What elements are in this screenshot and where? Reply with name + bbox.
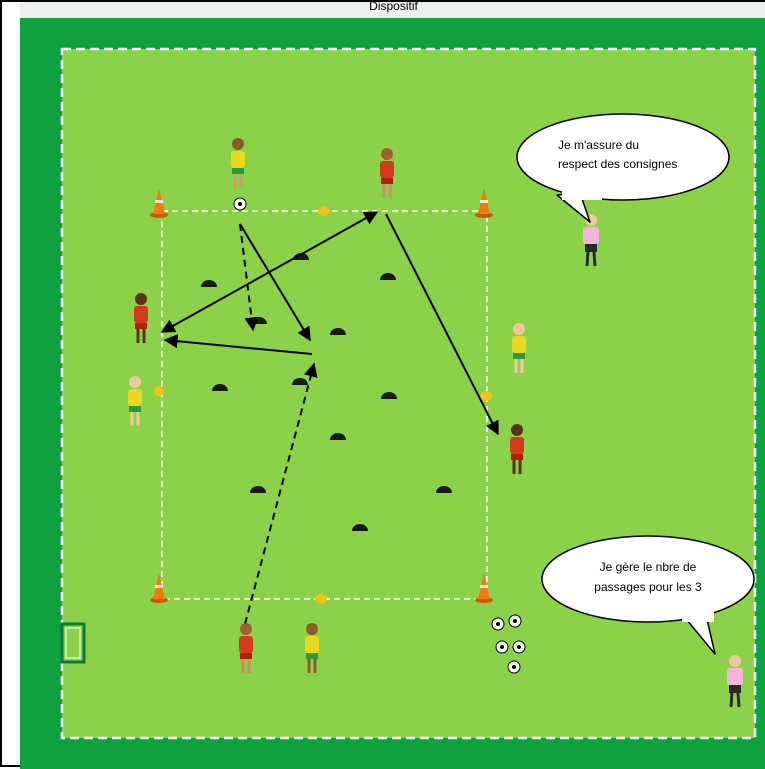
ball-icon xyxy=(509,615,521,627)
flat-marker-icon xyxy=(318,206,330,216)
bubble-bottom-line-2: passages pour les 3 xyxy=(594,580,702,594)
ball-icon xyxy=(234,198,246,210)
flat-marker-icon xyxy=(154,386,164,396)
bubble-bottom-line-1: Je gère le nbre de xyxy=(600,560,697,574)
bubble-top-line-2: respect des consignes xyxy=(558,157,677,171)
diagram-title: Dispositif xyxy=(20,2,765,19)
bubble-top-line-1: Je m'assure du xyxy=(558,138,639,152)
ball-icon xyxy=(492,618,504,630)
ball-icon xyxy=(513,641,525,653)
ball-icon xyxy=(496,641,508,653)
pitch-diagram: Je m'assure du respect des consignes Je … xyxy=(20,18,765,769)
flat-marker-icon xyxy=(480,391,492,401)
ball-icon xyxy=(508,661,520,673)
flat-marker-icon xyxy=(315,594,327,604)
